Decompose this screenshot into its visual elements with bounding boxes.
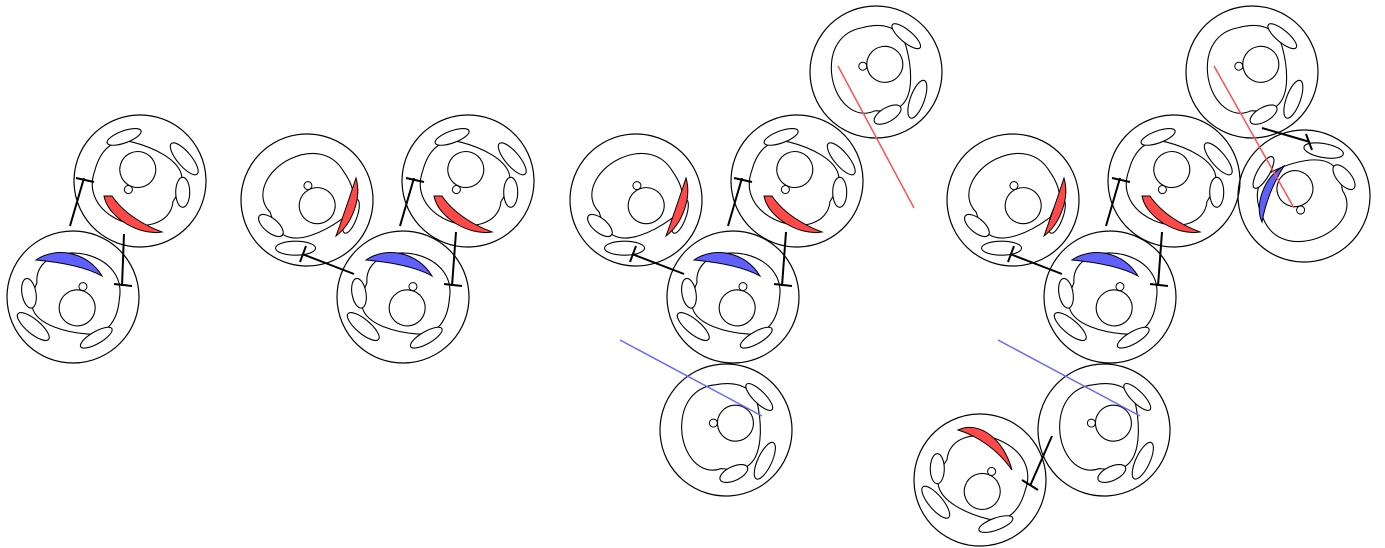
red-shield-right — [763, 195, 824, 234]
red-shield-bottom — [956, 426, 1013, 471]
figure-bottom — [653, 357, 799, 503]
figure-right — [382, 95, 554, 267]
figure-center — [325, 219, 481, 375]
red-shield-left — [664, 176, 689, 238]
figure-center — [655, 219, 811, 375]
red-pass-line — [1213, 65, 1295, 209]
blue-shield-center — [1070, 252, 1140, 278]
panel-2 — [216, 95, 554, 375]
blue-shield — [364, 252, 434, 278]
red-pass-line — [837, 65, 915, 209]
red-shield-left — [1042, 176, 1067, 238]
panel-4 — [894, 0, 1385, 548]
blue-shield-right — [1258, 164, 1286, 224]
red-shield-right — [433, 195, 494, 234]
figure-top — [54, 95, 226, 267]
blue-shield — [692, 252, 762, 278]
figure-bottom — [0, 219, 151, 375]
red-shield-left — [334, 176, 359, 238]
red-shield — [103, 195, 164, 234]
figure-far-top — [798, 0, 954, 150]
panel-1 — [0, 95, 226, 375]
figure-right — [1088, 95, 1260, 267]
panel-3 — [545, 0, 954, 503]
figure-left — [216, 109, 398, 291]
figure-left — [545, 109, 727, 291]
figure-left — [922, 109, 1104, 291]
figure-right — [711, 95, 883, 267]
blue-pass-line — [619, 339, 763, 417]
red-shield-right — [1141, 195, 1202, 234]
blue-shield — [34, 252, 104, 278]
figure-bottom — [1031, 357, 1177, 503]
blue-pass-line — [997, 339, 1141, 417]
figure-far-right — [1218, 110, 1385, 282]
figure-far-top — [1174, 0, 1330, 150]
figure-center — [1032, 219, 1188, 375]
